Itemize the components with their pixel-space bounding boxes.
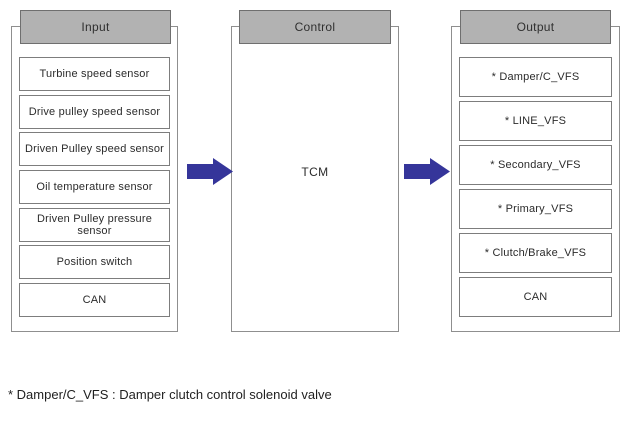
arrow-right-shape xyxy=(404,158,450,185)
input-box-list: Turbine speed sensor Drive pulley speed … xyxy=(19,57,170,317)
input-box-position-switch: Position switch xyxy=(19,245,170,280)
input-column-title: Input xyxy=(81,20,110,34)
tcm-label: TCM xyxy=(301,165,329,179)
input-column-container: Turbine speed sensor Drive pulley speed … xyxy=(11,26,178,332)
control-column-header: Control xyxy=(239,10,391,44)
output-box-clutch-brake-vfs: * Clutch/Brake_VFS xyxy=(459,233,612,273)
control-column-title: Control xyxy=(294,20,336,34)
footnote-line-vfs: * Line_VFS : Line pressure control solen… xyxy=(8,442,378,446)
input-box-can: CAN xyxy=(19,282,170,317)
input-box-driven-pulley-pressure-sensor: Driven Pulley pressure sensor xyxy=(19,207,170,242)
output-box-can: CAN xyxy=(459,277,612,317)
arrow-right-icon-control-to-output xyxy=(404,158,450,185)
output-column-container: * Damper/C_VFS * LINE_VFS * Secondary_VF… xyxy=(451,26,620,332)
output-box-damper-c-vfs: * Damper/C_VFS xyxy=(459,57,612,97)
output-box-list: * Damper/C_VFS * LINE_VFS * Secondary_VF… xyxy=(459,57,612,317)
arrow-right-icon-input-to-control xyxy=(187,158,233,185)
input-column-header: Input xyxy=(20,10,171,44)
output-box-primary-vfs: * Primary_VFS xyxy=(459,189,612,229)
footnote-damper-c-vfs: * Damper/C_VFS : Damper clutch control s… xyxy=(8,387,332,402)
output-box-line-vfs: * LINE_VFS xyxy=(459,101,612,141)
input-box-oil-temperature-sensor: Oil temperature sensor xyxy=(19,169,170,204)
output-box-secondary-vfs: * Secondary_VFS xyxy=(459,145,612,185)
output-column-title: Output xyxy=(516,20,555,34)
input-box-driven-pulley-speed-sensor: Driven Pulley speed sensor xyxy=(19,132,170,167)
input-box-drive-pulley-speed-sensor: Drive pulley speed sensor xyxy=(19,94,170,129)
footnote-list: * Damper/C_VFS : Damper clutch control s… xyxy=(8,347,378,446)
control-column-container: TCM xyxy=(231,26,399,332)
output-column-header: Output xyxy=(460,10,611,44)
arrow-right-shape xyxy=(187,158,233,185)
input-box-turbine-speed-sensor: Turbine speed sensor xyxy=(19,57,170,91)
